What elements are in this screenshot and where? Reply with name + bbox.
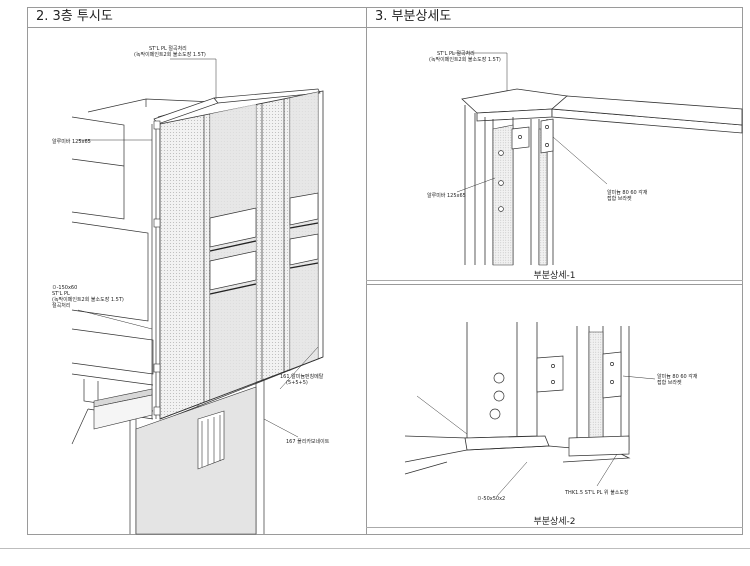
- d2-tube-label: ㅁ-50x50x2: [477, 496, 505, 502]
- bottom-rule: [0, 548, 750, 549]
- caption-rule-2: [366, 527, 743, 528]
- d1-top-note-line2: (녹막이페인트2회 불소도장 1.5T): [429, 56, 501, 63]
- d2-bracket-label-2: 접합 브라켓: [657, 379, 682, 386]
- d1-top-note-line1: ST'L PL 절곡처리: [437, 50, 475, 57]
- d1-bracket-label-2: 접합 브라켓: [607, 195, 632, 202]
- detail-1-caption: 부분상세-1: [533, 271, 576, 281]
- d2-plate-label: THK1.5 ST'L PL 위 불소도장: [564, 489, 629, 496]
- horizontal-divider: [366, 284, 743, 285]
- bending-label: 절곡처리: [52, 302, 70, 309]
- polycarbonate-label: 167 폴리카보네이트: [286, 438, 330, 445]
- vertical-divider: [366, 7, 367, 535]
- right-panel-title: 3. 부분상세도: [366, 7, 743, 28]
- caption-rule-1: [366, 280, 743, 281]
- tube-label: ㅁ-150x60: [52, 285, 77, 291]
- detail-2-caption: 부분상세-2: [533, 517, 576, 527]
- aluminum-bar-label: 알루미바 125x65: [52, 138, 91, 145]
- top-note-line1: ST'L PL 절곡처리: [149, 45, 187, 52]
- plate-label: ST'L PL: [52, 291, 70, 297]
- detail-2-drawing: 알미늄 80 60 각재 접합 브라켓 THK1.5 ST'L PL 위 불소도…: [404, 322, 698, 502]
- left-panel-title: 2. 3층 투시도: [27, 7, 366, 28]
- perspective-drawing: ST'L PL 절곡처리 (녹막이페인트2회 불소도장 1.5T) 알루미바 1…: [52, 45, 330, 535]
- punching-metal-label: 161 알미늄펀칭메탈: [280, 373, 324, 380]
- d2-bracket-label-1: 알미늄 80 60 각재: [657, 373, 698, 380]
- coating-label: (녹막이페인트2회 불소도장 1.5T): [52, 296, 124, 303]
- d1-aluminum-bar-label: 알루미바 125x65: [427, 192, 466, 199]
- detail-1-drawing: ST'L PL 절곡처리 (녹막이페인트2회 불소도장 1.5T) 알루미바 1…: [427, 50, 743, 266]
- drawing-frame: [27, 7, 743, 535]
- punching-metal-spec: (5+5+5): [286, 380, 308, 386]
- top-note-line2: (녹막이페인트2회 불소도장 1.5T): [134, 51, 206, 58]
- d1-bracket-label-1: 알미늄 80 60 각재: [607, 189, 648, 196]
